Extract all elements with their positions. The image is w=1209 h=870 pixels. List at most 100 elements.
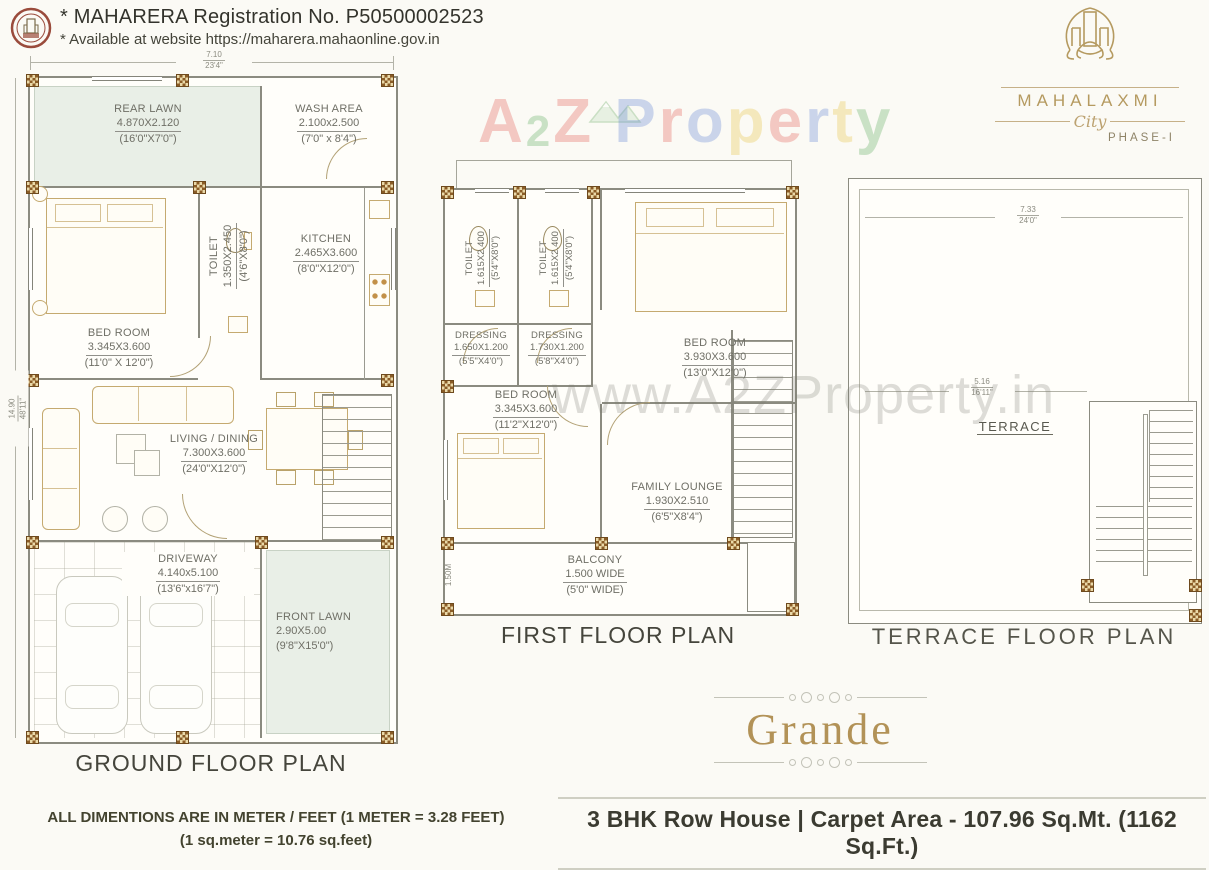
room-dim-m: 1.930X2.510 xyxy=(643,494,711,510)
flourish-dot xyxy=(788,694,796,701)
wall xyxy=(30,186,392,188)
staircase xyxy=(322,394,392,542)
room-dim-ft: (7'0" x 8'4") xyxy=(301,132,357,145)
wall xyxy=(260,542,262,738)
terrace-top-dimension: 7.33 24'0" xyxy=(995,205,1061,226)
rear-lawn-label: REAR LAWN 4.870X2.120 (16'0"X7'0") xyxy=(68,102,228,146)
wc-tank xyxy=(244,232,252,250)
wall-post xyxy=(1189,609,1202,622)
sofa-seam xyxy=(185,387,187,421)
room-name: FRONT LAWN xyxy=(276,611,352,623)
dimension-feet: 16'11" xyxy=(971,388,993,397)
stair-rail xyxy=(1143,414,1148,576)
wall-post xyxy=(193,181,206,194)
room-name: TOILET xyxy=(463,240,475,276)
wall-post xyxy=(26,181,39,194)
wall-post xyxy=(26,74,39,87)
hills-icon xyxy=(588,100,642,123)
living-dining-label: LIVING / DINING 7.300X3.600 (24'0"X12'0"… xyxy=(134,432,294,476)
car-windshield xyxy=(65,603,119,627)
staircase xyxy=(1089,401,1197,603)
sofa-seam xyxy=(43,487,77,489)
front-lawn-label: FRONT LAWN 2.90X5.00 (9'8"X15'0") xyxy=(276,610,384,653)
dimension-meters: 5.16 xyxy=(971,377,993,388)
watermark-letter xyxy=(594,87,614,156)
pillow xyxy=(55,204,101,222)
room-dim-ft: (8'0"X12'0") xyxy=(297,262,355,275)
sink-fixture xyxy=(228,316,248,333)
kitchen-counter xyxy=(364,188,393,380)
pillow xyxy=(463,438,499,454)
room-dim-ft: (9'8"X15'0") xyxy=(276,639,334,652)
room-name: DRIVEWAY xyxy=(158,553,218,565)
window-mark xyxy=(92,76,162,81)
room-dim-ft: (5'4"X8'0") xyxy=(489,235,501,281)
room-name: BALCONY xyxy=(567,554,623,566)
projection-outline xyxy=(456,160,792,189)
dimension-meters: 14.90 xyxy=(7,395,19,422)
room-dim-m: 7.300X3.600 xyxy=(180,446,248,462)
flourish-dot xyxy=(844,694,852,701)
flourish-line xyxy=(856,697,927,698)
watermark-letter: e xyxy=(767,87,806,156)
wall-post xyxy=(513,186,526,199)
wall xyxy=(260,188,262,380)
window-mark xyxy=(28,228,33,290)
maharera-seal-icon xyxy=(10,7,52,49)
room-name: DRESSING xyxy=(530,330,584,341)
dining-chair xyxy=(276,470,296,485)
pillow xyxy=(716,208,774,227)
wall-post xyxy=(1081,579,1094,592)
flourish-dot xyxy=(800,757,812,769)
dimension-meters: 7.33 xyxy=(1017,205,1039,216)
bed-room-label: BED ROOM 3.345X3.600 (11'2"X12'0") xyxy=(453,388,599,432)
room-dim-ft: (13'6"x16'7") xyxy=(157,582,219,595)
wall-post xyxy=(441,603,454,616)
car-furniture xyxy=(140,576,212,734)
room-dim-m: 2.90X5.00 xyxy=(276,625,327,638)
brand-divider xyxy=(1110,121,1186,122)
watermark-letter: o xyxy=(685,87,727,156)
night-table xyxy=(32,300,48,316)
maharera-website: * Available at website https://maharera.… xyxy=(60,31,440,48)
room-dim-ft: (4'6"X8'0") xyxy=(237,230,250,282)
dimension-feet: 23'4" xyxy=(205,61,223,70)
dimension-feet: 48'11" xyxy=(18,397,28,420)
wall xyxy=(198,188,200,338)
sofa-seam xyxy=(43,447,77,449)
brand-divider xyxy=(1001,87,1179,88)
brand-divider xyxy=(995,121,1070,122)
product-name: Grande xyxy=(746,705,894,754)
first-floor-title: FIRST FLOOR PLAN xyxy=(500,622,736,648)
wall xyxy=(30,378,198,380)
car-windshield xyxy=(149,685,203,709)
room-dim-m: 4.140x5.100 xyxy=(155,566,221,582)
room-name: TOILET xyxy=(537,240,549,276)
door-arc xyxy=(182,494,227,539)
room-name: BED ROOM xyxy=(87,327,151,339)
sofa-furniture xyxy=(92,386,234,424)
brand-script: City xyxy=(1073,112,1107,131)
flourish-dot xyxy=(844,759,852,767)
window-mark xyxy=(475,188,509,193)
watermark-letter: y xyxy=(855,87,894,156)
brand-phase: PHASE-I xyxy=(1107,132,1175,144)
bed-furniture xyxy=(46,198,166,314)
a2z-url-watermark: www.A2ZProperty.in xyxy=(552,365,1056,425)
pillow xyxy=(503,438,539,454)
wall-post xyxy=(176,74,189,87)
wall-post xyxy=(786,186,799,199)
wc-fixture xyxy=(543,226,562,251)
room-name: DRESSING xyxy=(454,330,508,341)
wall xyxy=(517,190,519,385)
balcony-label: BALCONY 1.500 WIDE (5'0" WIDE) xyxy=(520,553,670,597)
brand-name: MAHALAXMI xyxy=(1017,91,1163,110)
room-name: KITCHEN xyxy=(300,233,352,245)
room-dim-m: 2.465X3.600 xyxy=(292,246,360,262)
watermark-letter: Z xyxy=(553,87,595,156)
dimension-meters: 7.10 xyxy=(203,50,225,61)
driveway-label: DRIVEWAY 4.140x5.100 (13'6"x16'7") xyxy=(122,552,254,596)
pouf-chair xyxy=(142,506,168,532)
mahalaxmi-brand: MAHALAXMI City PHASE-I xyxy=(995,4,1186,144)
wall-post xyxy=(381,731,394,744)
